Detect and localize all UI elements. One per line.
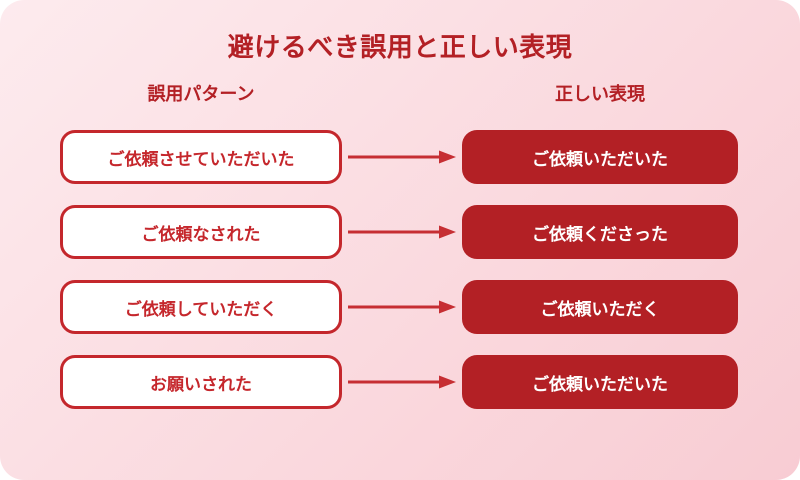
column-headers: 誤用パターン 正しい表現 <box>0 80 800 104</box>
misuse-label: ご依頼させていただいた <box>107 149 295 169</box>
conversion-row-2: ご依頼なされた ご依頼くださった <box>0 205 800 259</box>
misuse-box: ご依頼していただく <box>60 280 342 334</box>
right-arrow-icon <box>342 130 462 184</box>
misuse-label: ご依頼なされた <box>141 224 261 244</box>
correct-box: ご依頼いただいた <box>462 130 738 184</box>
misuse-box: ご依頼なされた <box>60 205 342 259</box>
misuse-box: ご依頼させていただいた <box>60 130 342 184</box>
conversion-row-1: ご依頼させていただいた ご依頼いただいた <box>0 130 800 184</box>
correct-label: ご依頼いただいた <box>532 149 668 169</box>
correct-label: ご依頼いただく <box>540 299 660 319</box>
page-title: 避けるべき誤用と正しい表現 <box>227 32 573 62</box>
correct-label: ご依頼いただいた <box>532 374 668 394</box>
correct-box: ご依頼いただいた <box>462 355 738 409</box>
misuse-label: ご依頼していただく <box>124 299 278 319</box>
misuse-label: お願いされた <box>150 374 252 394</box>
right-arrow-icon <box>342 355 462 409</box>
column-header-misuse: 誤用パターン <box>147 84 255 104</box>
conversion-row-4: お願いされた ご依頼いただいた <box>0 355 800 409</box>
right-arrow-icon <box>342 205 462 259</box>
conversion-rows: ご依頼させていただいた ご依頼いただいた ご依頼なされた <box>0 130 800 430</box>
right-arrow-icon <box>342 280 462 334</box>
conversion-row-3: ご依頼していただく ご依頼いただく <box>0 280 800 334</box>
column-header-correct: 正しい表現 <box>555 84 645 104</box>
misuse-box: お願いされた <box>60 355 342 409</box>
correct-box: ご依頼くださった <box>462 205 738 259</box>
correct-box: ご依頼いただく <box>462 280 738 334</box>
correct-label: ご依頼くださった <box>532 224 668 244</box>
